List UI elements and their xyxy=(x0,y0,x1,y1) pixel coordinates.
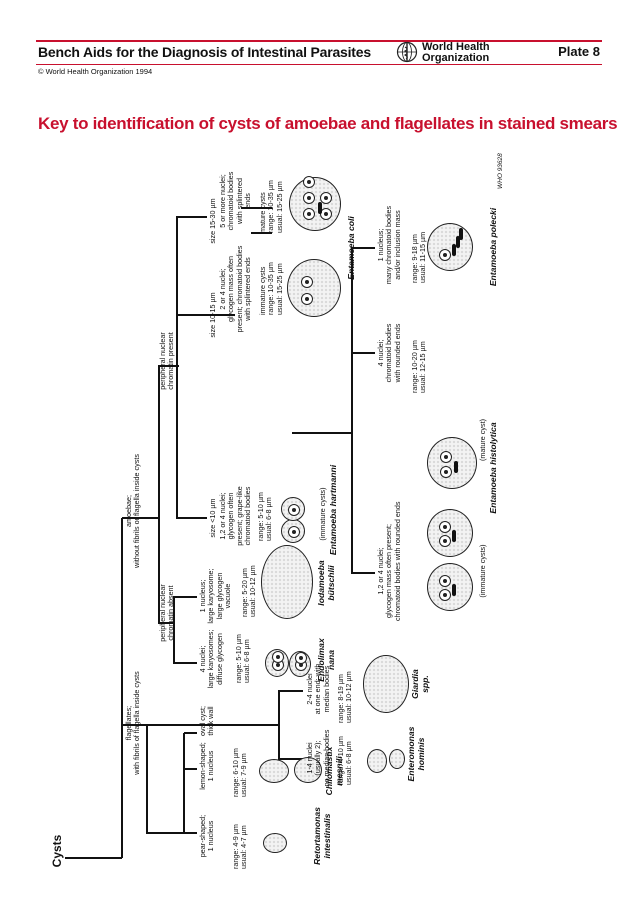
nucleus-mark xyxy=(287,503,300,516)
hartmanni-node: 1,2 or 4 nuclei; glycogen often present;… xyxy=(218,486,253,546)
nucleus-mark xyxy=(302,192,315,204)
species-coli: Entamoeba coli xyxy=(346,216,356,280)
bench-aids-title: Bench Aids for the Diagnosis of Intestin… xyxy=(38,44,371,60)
nucleus-mark xyxy=(320,192,332,204)
chromatoid-body-mark xyxy=(317,202,322,215)
histolytica-immature-note: (immature cysts) xyxy=(478,544,487,598)
histolytica-immature-node: 1,2 or 4 nuclei; glycogen mass often pre… xyxy=(376,501,402,621)
nucleus-mark xyxy=(440,451,452,463)
species-enteromonas: Enteromonas hominis xyxy=(406,726,426,782)
polecki-node: 1 nucleus; many chromatoid bodies and/or… xyxy=(376,205,402,285)
endolimax-size: range: 5-10 µm usual: 6-8 µm xyxy=(234,634,252,683)
who-organization-name: World Health Organization xyxy=(422,41,490,64)
enteromonas-cyst-image xyxy=(367,749,387,773)
nucleus-mark xyxy=(302,176,315,189)
histolytica-cyst-image xyxy=(427,509,473,557)
species-polecki: Entamoeba polecki xyxy=(488,207,498,287)
iodamoeba-node: 1 nucleus; large karyosome; large glycog… xyxy=(198,568,233,624)
species-giardia: Giardia spp. xyxy=(410,669,430,699)
nucleus-mark xyxy=(439,575,451,587)
key-connector-lines xyxy=(65,207,375,859)
coli-mature-node: 5 or more nuclei; chromatoid bodies with… xyxy=(218,171,253,231)
species-hartmanni: Entamoeba hartmanni xyxy=(328,464,338,556)
who-emblem-icon xyxy=(396,41,418,63)
coli-immature-cyst-image xyxy=(287,259,341,317)
enteromonas-cyst-image xyxy=(389,749,405,769)
page-title: Key to identification of cysts of amoeba… xyxy=(38,114,618,133)
endolimax-node: 4 nuclei; large karyosomes; diffuse glyc… xyxy=(198,629,224,689)
oval-cyst-node: oval cyst; thick wall xyxy=(198,706,216,736)
enteromonas-size: range: 4-10 µm usual: 6-8 µm xyxy=(336,736,354,785)
chromatin-absent-node: peripheral nuclear chromatin absent xyxy=(158,584,176,642)
chromatoid-body-mark xyxy=(454,461,459,473)
plate-number: Plate 8 xyxy=(558,44,600,59)
species-endolimax: Endolimax nana xyxy=(316,638,336,682)
hartmanni-cyst-image xyxy=(281,519,305,543)
nucleus-mark xyxy=(302,207,315,220)
coli-immature-node: 2 or 4 nuclei; glycogen mass often prese… xyxy=(218,245,253,333)
enteromonas-node: 1-4 nuclei (usually 2); no median bodies xyxy=(305,729,331,787)
pear-shaped-node: pear-shaped; 1 nucleus xyxy=(198,814,216,858)
species-histolytica: Entamoeba histolytica xyxy=(488,422,498,514)
copyright: © World Health Organization 1994 xyxy=(38,67,153,76)
nucleus-mark xyxy=(439,534,451,547)
histolytica-cyst-image xyxy=(427,563,473,611)
endolimax-cyst-image xyxy=(289,651,311,677)
nucleus-mark xyxy=(439,521,451,533)
nucleus-mark xyxy=(295,652,307,664)
nucleus-mark xyxy=(287,525,300,538)
size-under-10: size <10 µm xyxy=(208,498,217,538)
hartmanni-cyst-image xyxy=(281,497,305,521)
giardia-cyst-image xyxy=(363,655,409,713)
nucleus-mark xyxy=(301,292,313,305)
chromatoid-body-mark xyxy=(452,530,457,543)
chromatin-present-node: peripheral nuclear chromatin present xyxy=(158,332,176,390)
amoebae-node: amoebae; without fibrils or flagella ins… xyxy=(124,454,142,568)
species-retortamonas: Retortamonas intestinalis xyxy=(312,807,332,865)
size-15-30: size 15-30 µm xyxy=(208,198,217,244)
histolytica-size: range: 10-20 µm usual: 12-15 µm xyxy=(410,340,428,393)
chilomastix-cyst-image xyxy=(259,759,289,783)
size-10-15: size 10-15 µm xyxy=(208,292,217,338)
nucleus-mark xyxy=(439,588,451,601)
nucleus-mark xyxy=(440,466,452,478)
chromatoid-body-mark xyxy=(452,584,457,597)
iodamoeba-size: range: 5-20 µm usual: 10-12 µm xyxy=(240,565,258,617)
histolytica-cyst-image xyxy=(427,437,477,489)
polecki-size: range: 9-18 µm usual: 11-15 µm xyxy=(410,231,428,283)
retortamonas-cyst-image xyxy=(263,833,287,853)
histolytica-mature-node: 4 nuclei; chromatoid bodies with rounded… xyxy=(376,323,402,383)
coli-mature-size: mature cysts range: 10-35 µm usual: 15-2… xyxy=(258,180,284,233)
coli-mature-cyst-image xyxy=(289,176,341,231)
retortamonas-size: range: 4-9 µm usual: 4-7 µm xyxy=(231,824,249,869)
cysts-root: Cysts xyxy=(50,834,64,868)
nucleus-mark xyxy=(439,248,451,261)
header-rule xyxy=(36,40,602,42)
nucleus-mark xyxy=(320,207,332,220)
chilomastix-size: range: 6-10 µm usual: 7-9 µm xyxy=(231,748,249,797)
histolytica-mature-note: (mature cyst) xyxy=(478,419,487,461)
chromatoid-body-mark xyxy=(459,227,464,240)
polecki-cyst-image xyxy=(427,223,473,271)
coli-immature-size: immature cysts range: 10-35 µm usual: 15… xyxy=(258,262,284,315)
nucleus-mark xyxy=(271,651,284,663)
endolimax-cyst-image xyxy=(265,649,289,677)
giardia-size: range: 8-19 µm usual: 10-12 µm xyxy=(336,671,354,723)
header-rule xyxy=(36,64,602,65)
flagellates-node: flagellates; with fibrils of flagella in… xyxy=(124,671,142,775)
who-code: WHO 93628 xyxy=(497,153,504,189)
iodamoeba-cyst-image xyxy=(261,545,313,619)
nucleus-mark xyxy=(301,276,313,288)
hartmanni-note: (immature cysts) xyxy=(318,487,327,541)
hartmanni-size: range: 5-10 µm usual: 6-8 µm xyxy=(256,492,274,541)
identification-key-diagram: Cysts flagellates; with fibrils of flage… xyxy=(27,137,543,873)
